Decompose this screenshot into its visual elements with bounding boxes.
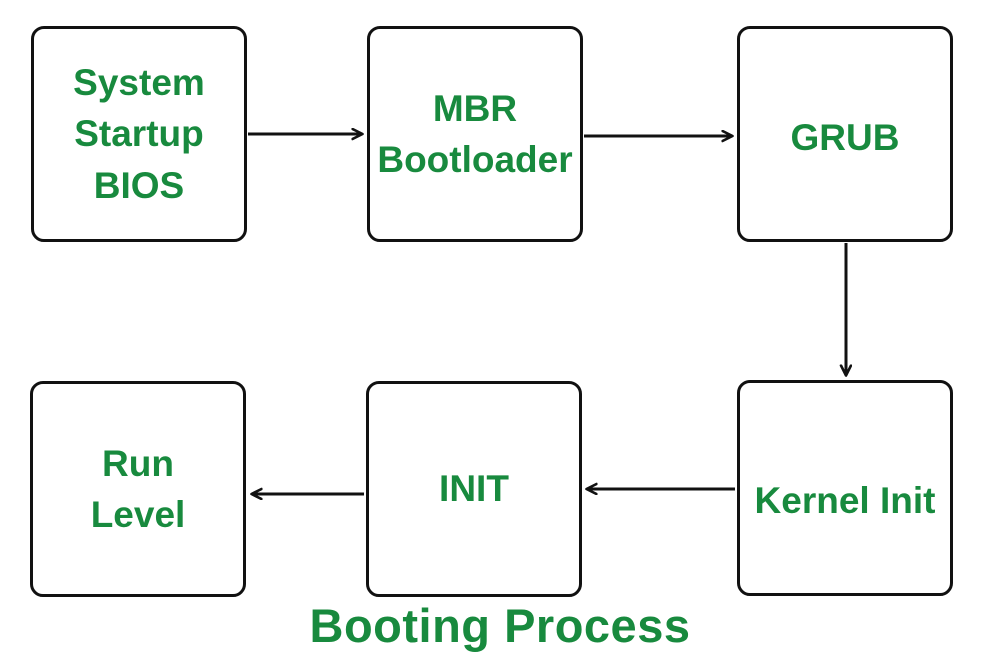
node-label-run-level: Run Level [90, 442, 186, 535]
node-grub: GRUB [737, 26, 953, 242]
node-init: INIT [366, 381, 582, 597]
node-label-mbr-bootloader: MBR Bootloader [377, 87, 573, 180]
node-label-grub: GRUB [790, 117, 900, 159]
node-run-level: Run Level [30, 381, 246, 597]
node-system-startup-bios: System Startup BIOS [31, 26, 247, 242]
node-label-kernel-init: Kernel Init [754, 480, 936, 522]
diagram-title: Booting Process [309, 599, 691, 652]
node-label-system-startup-bios: System Startup BIOS [73, 62, 205, 206]
node-label-init: INIT [439, 468, 509, 510]
node-mbr-bootloader: MBR Bootloader [367, 26, 583, 242]
node-kernel-init: Kernel Init [737, 380, 953, 596]
